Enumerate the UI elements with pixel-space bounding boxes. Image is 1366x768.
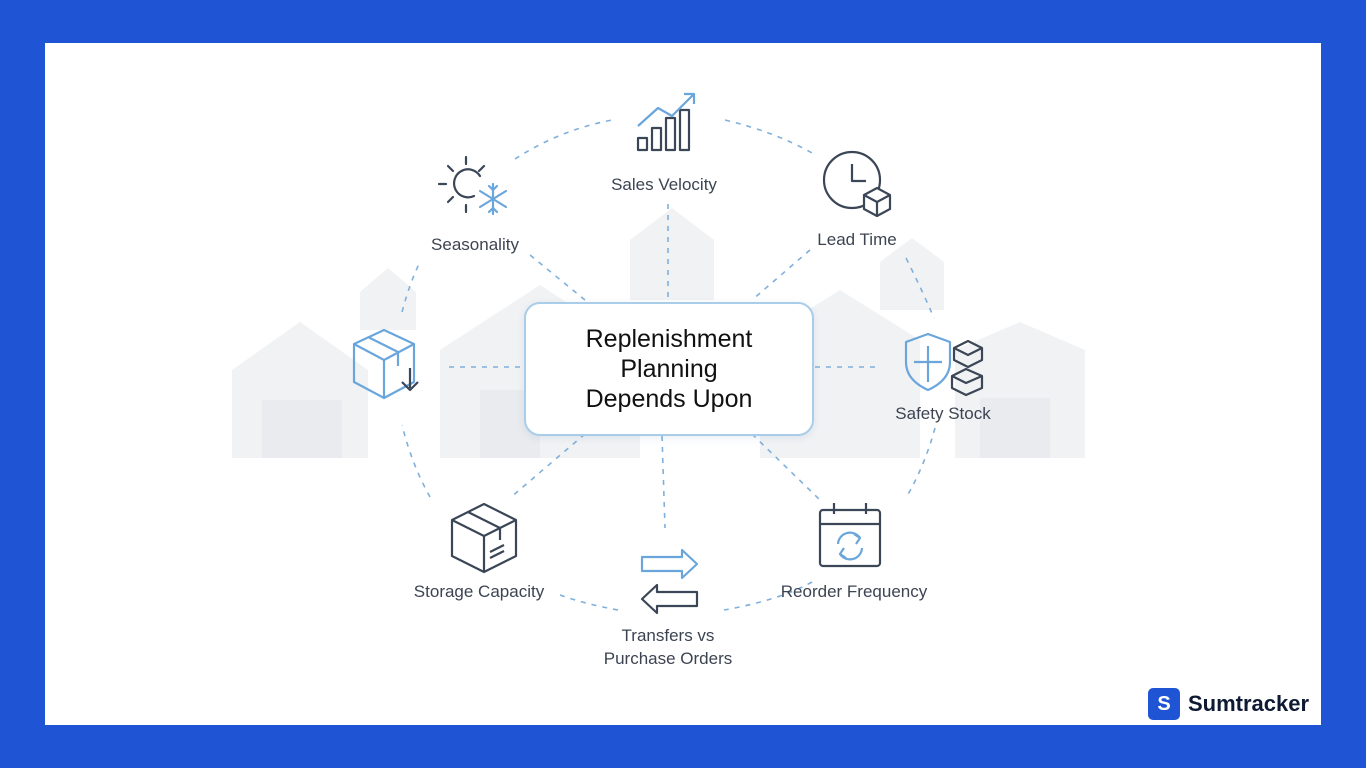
spokes: [444, 204, 880, 529]
clock-box-icon: [822, 150, 892, 218]
storage-box-icon: [450, 502, 518, 574]
node-label-transfers-line1: Transfers vs: [621, 626, 715, 645]
node-label-sales-velocity: Sales Velocity: [611, 175, 717, 194]
calendar-refresh-icon: [818, 503, 882, 568]
node-label-storage-capacity: Storage Capacity: [413, 582, 545, 601]
node-label-lead-time: Lead Time: [817, 230, 897, 249]
transfer-arrows-icon: [640, 548, 699, 615]
sun-snowflake-icon: [437, 155, 508, 216]
center-title-line1: Replenishment: [585, 325, 753, 353]
brand-name: Sumtracker: [1188, 691, 1310, 716]
inbound-box-icon: [352, 328, 419, 400]
node-label-seasonality: Seasonality: [431, 235, 519, 254]
center-title-line3: Depends Upon: [585, 385, 753, 413]
center-box: Replenishment Planning Depends Upon: [524, 302, 814, 436]
brand-logo: S Sumtracker: [1146, 685, 1309, 723]
center-title: Replenishment Planning Depends Upon: [549, 324, 789, 414]
center-title-line2: Planning: [620, 355, 718, 383]
outer-ring: [401, 119, 936, 611]
node-label-reorder-frequency: Reorder Frequency: [780, 582, 928, 601]
logo-mark-icon: S: [1146, 686, 1182, 722]
node-label-transfers: Transfers vs Purchase Orders: [604, 624, 733, 670]
shield-boxes-icon: [904, 332, 984, 397]
node-label-transfers-line2: Purchase Orders: [603, 649, 733, 668]
node-label-safety-stock: Safety Stock: [895, 404, 991, 423]
bar-chart-trend-icon: [636, 92, 696, 152]
